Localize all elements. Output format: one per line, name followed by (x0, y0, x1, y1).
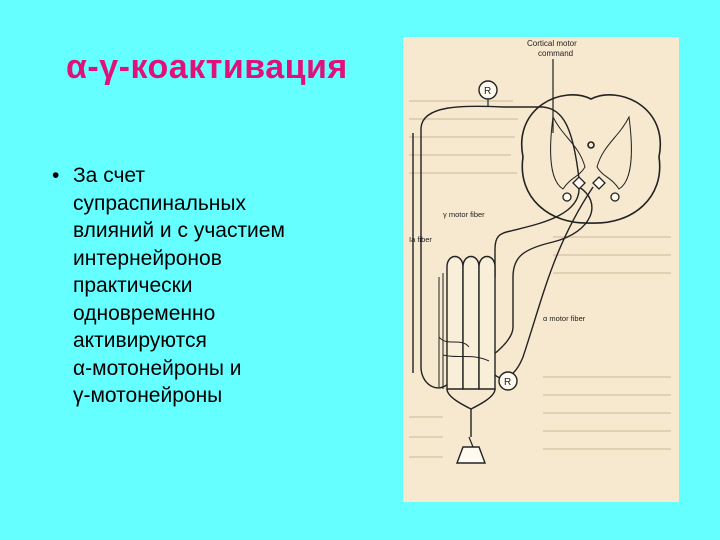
muscle-fibers (447, 257, 495, 390)
label-gamma-fiber: γ motor fiber (443, 210, 485, 219)
weight-hook (469, 437, 473, 447)
slide-title: α-γ-коактивация (66, 48, 348, 87)
neural-diagram-figure: Cortical motor command R γ motor fiber I… (403, 37, 679, 502)
bullet-text: За счет супраспинальных влияний и с учас… (73, 162, 383, 410)
neural-pathways (413, 106, 593, 388)
label-ia-fiber: Ia fiber (409, 235, 432, 244)
label-r-bottom: R (504, 377, 511, 388)
label-command: command (538, 49, 573, 58)
label-alpha-fiber: α motor fiber (543, 314, 586, 323)
weight-load (457, 447, 485, 463)
label-r-top: R (484, 86, 491, 97)
tendon (447, 389, 495, 437)
bullet-dot: • (52, 162, 59, 190)
label-cortical-motor: Cortical motor (527, 39, 577, 48)
diagram-svg: Cortical motor command R γ motor fiber I… (403, 37, 679, 502)
